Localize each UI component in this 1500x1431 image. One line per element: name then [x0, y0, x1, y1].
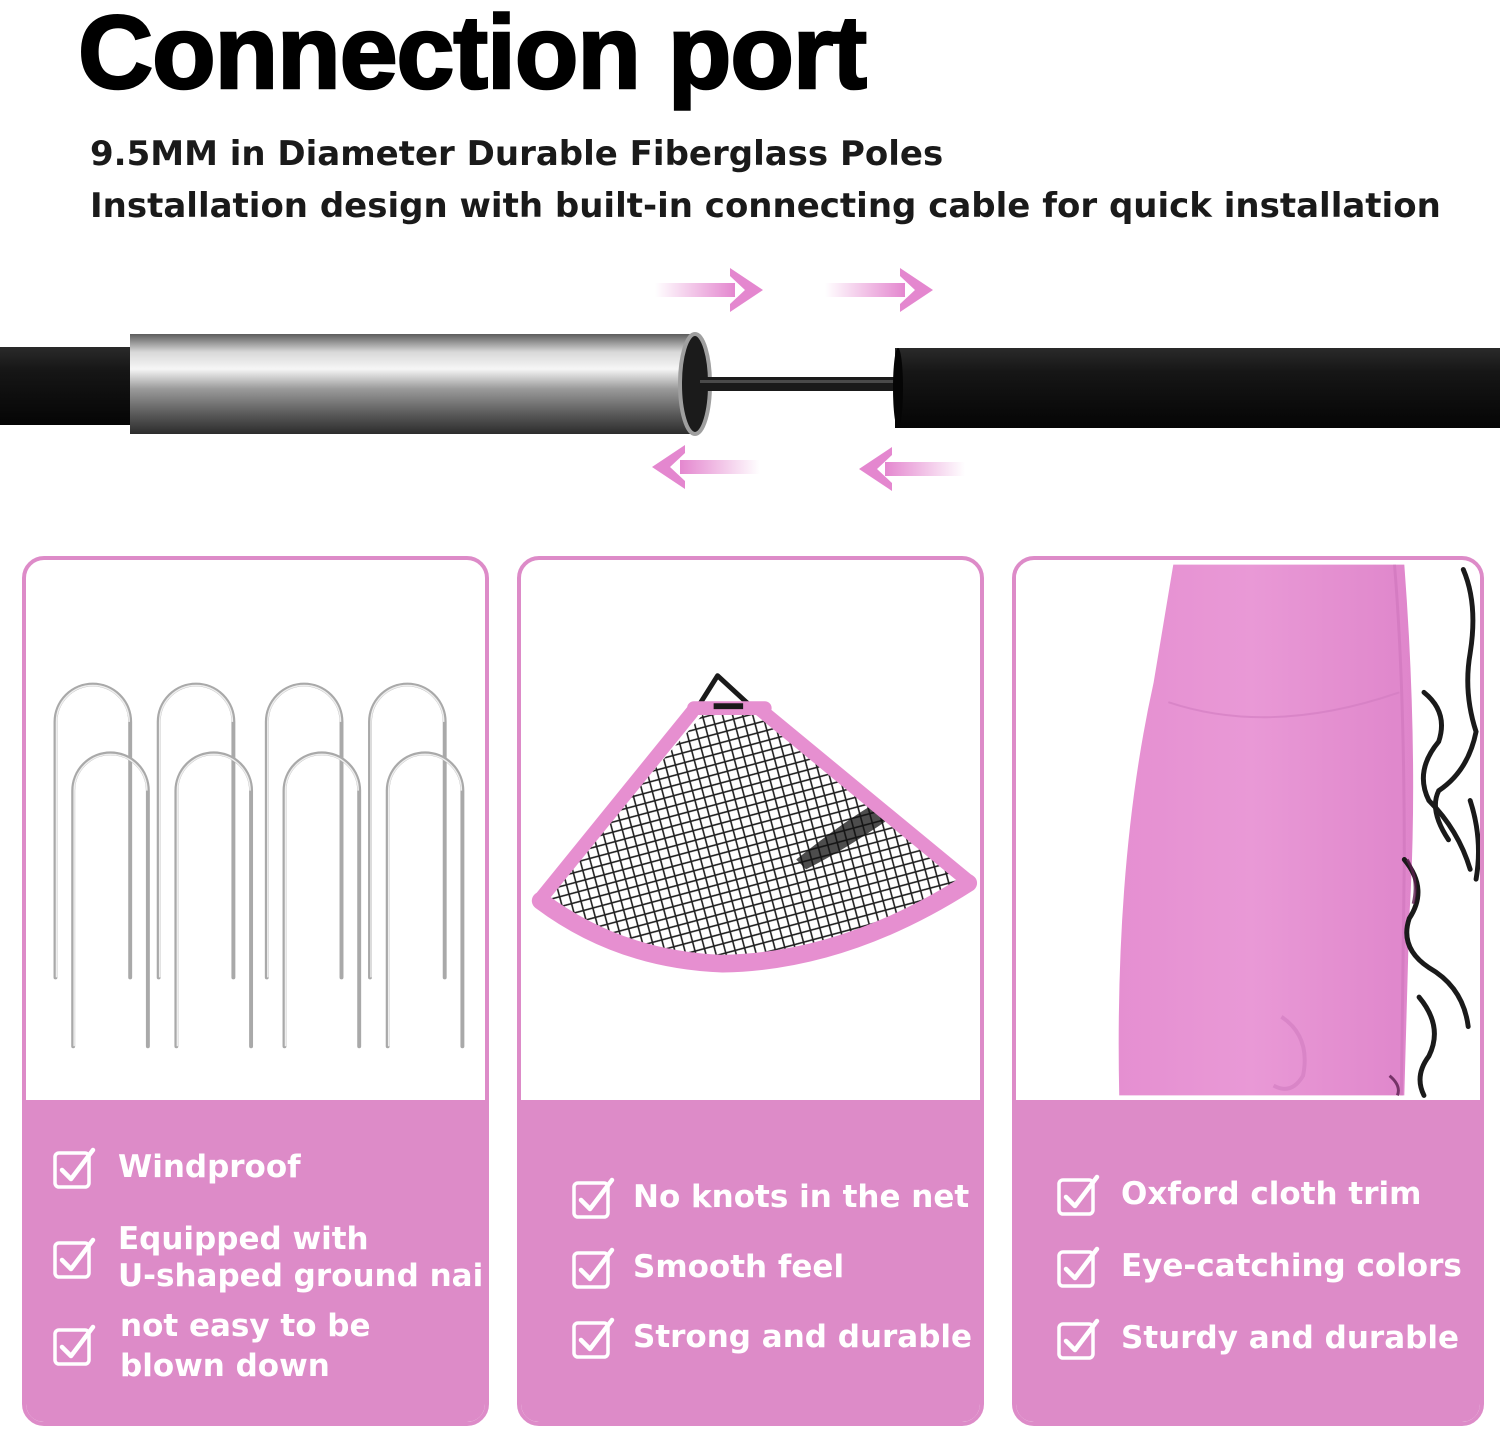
- checkbox-check-icon: [53, 1324, 96, 1366]
- checkbox-check-icon: [572, 1177, 615, 1219]
- checkbox-check-icon: [53, 1237, 96, 1279]
- feature-list: No knots in the net Smooth feel Strong a…: [521, 1100, 980, 1422]
- checkbox-check-icon: [572, 1247, 615, 1289]
- arrow-right-icon: [655, 268, 763, 312]
- page-title: Connection port: [77, 0, 869, 112]
- arrow-left-icon: [859, 447, 965, 491]
- arrow-left-icon: [652, 445, 760, 489]
- checkbox-check-icon: [1057, 1174, 1100, 1216]
- arrow-right-icon: [825, 268, 933, 312]
- feature-panel-oxford-trim: Oxford cloth trim Eye-catching colors St…: [1012, 556, 1484, 1426]
- checkbox-check-icon: [1057, 1318, 1100, 1360]
- feature-panel-net: No knots in the net Smooth feel Strong a…: [517, 556, 984, 1426]
- feature-list: Oxford cloth trim Eye-catching colors St…: [1016, 1100, 1480, 1422]
- feature-panel-ground-nails: Windproof Equipped with U-shaped ground …: [22, 556, 489, 1426]
- checkbox-check-icon: [53, 1147, 96, 1189]
- ground-nails-image: [53, 682, 465, 1049]
- oxford-trim-image: [1016, 564, 1480, 1098]
- checkbox-check-icon: [572, 1317, 615, 1359]
- subtitle-line-1: 9.5MM in Diameter Durable Fiberglass Pol…: [90, 134, 944, 174]
- subtitle-line-2: Installation design with built-in connec…: [90, 186, 1441, 226]
- pole-connection-illustration: [0, 268, 1500, 491]
- net-pocket-image: [531, 673, 978, 973]
- checkbox-check-icon: [1057, 1246, 1100, 1288]
- feature-list: Windproof Equipped with U-shaped ground …: [26, 1100, 485, 1422]
